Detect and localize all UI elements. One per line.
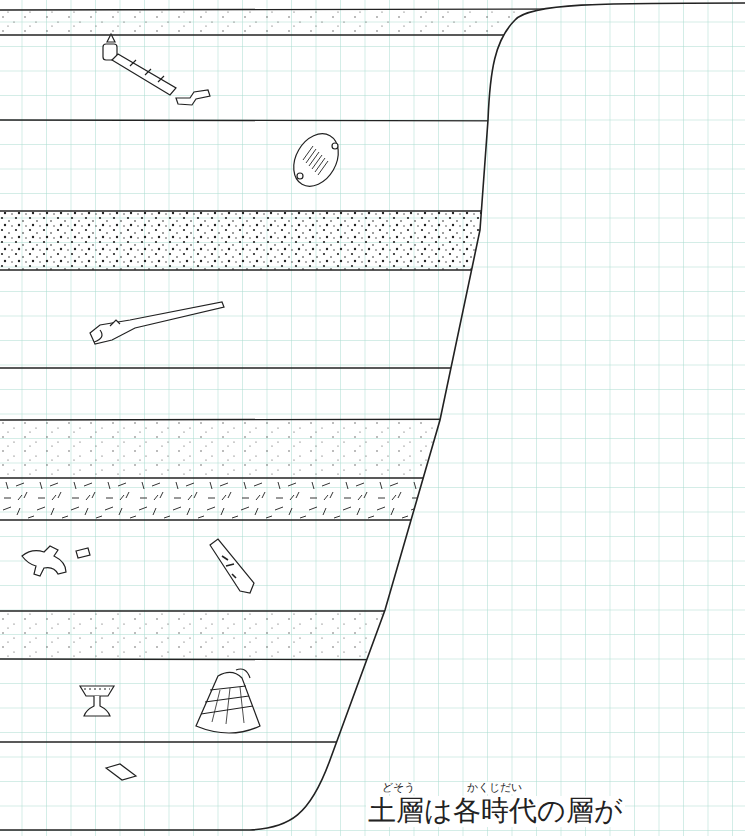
cup-artifact <box>80 686 114 716</box>
artifacts <box>22 34 347 780</box>
furigana-reading: どそう <box>380 782 417 794</box>
arrowhead-artifact <box>106 764 136 780</box>
gun-artifact <box>90 302 224 344</box>
caption-text: 土層は各時代の層が <box>366 796 625 827</box>
comb-artifact <box>285 126 348 194</box>
figurine-artifact <box>22 546 90 576</box>
sword-artifact <box>103 34 210 105</box>
soil-layers <box>0 9 600 742</box>
tag-artifact <box>210 539 254 593</box>
bell-artifact <box>196 669 260 733</box>
pit-outline <box>0 3 745 830</box>
furigana-reading: かくじだい <box>465 782 524 794</box>
